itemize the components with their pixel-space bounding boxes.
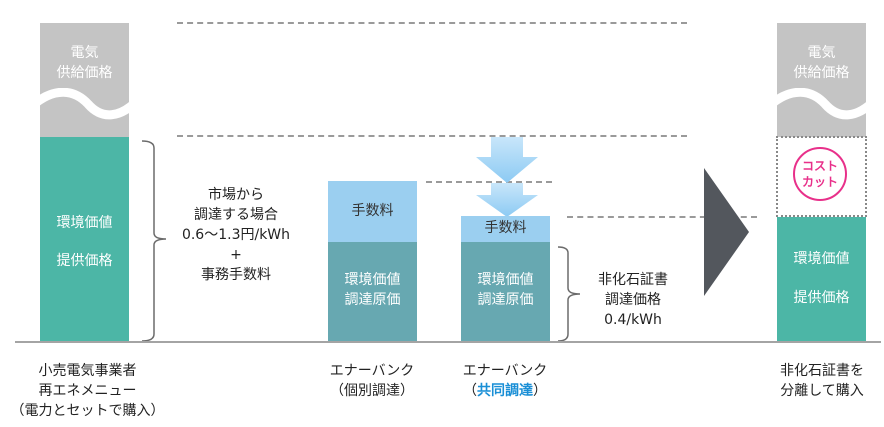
separate-electricity-label-2: 供給価格: [793, 65, 850, 81]
baseline: [15, 341, 881, 343]
separate-env-value-label-1: 環境価値: [793, 251, 850, 267]
market-annotation-line5: 事務手数料: [201, 267, 271, 283]
wave-break-icon: [30, 88, 140, 120]
paren-open: （: [463, 383, 477, 399]
guide-line-fee-joint: [567, 216, 757, 218]
certificate-annotation-line3: 0.4/kWh: [604, 312, 662, 328]
guide-line-top: [177, 22, 687, 24]
joint-caption-line1: エナーバンク: [462, 363, 548, 379]
separate-caption-line1: 非化石証書を: [780, 363, 864, 379]
market-annotation-line2: 調達する場合: [194, 207, 278, 223]
costcut-label-2: カット: [801, 175, 838, 189]
joint-env-cost-label-2: 調達原価: [477, 292, 534, 308]
costcut-badge: コスト カット: [793, 147, 847, 201]
individual-fee-label: 手数料: [351, 203, 394, 219]
retail-electricity-label-1: 電気: [70, 45, 99, 61]
separate-caption: 非化石証書を 分離して購入: [760, 361, 884, 401]
retail-caption-line1: 小売電気事業者: [38, 363, 137, 379]
paren-open: （: [330, 383, 344, 399]
costcut-area: [776, 136, 867, 217]
market-bracket: [141, 140, 167, 342]
market-annotation-line4: +: [230, 247, 242, 263]
joint-fee-label: 手数料: [484, 220, 527, 236]
joint-env-cost-label-1: 環境価値: [477, 272, 534, 288]
certificate-annotation-line2: 調達価格: [605, 292, 661, 308]
separate-electricity-label-1: 電気: [807, 45, 836, 61]
retail-env-value-bar: 環境価値 提供価格: [40, 137, 129, 342]
certificate-annotation-line1: 非化石証書: [598, 272, 668, 288]
wave-break-icon: [767, 88, 877, 120]
separate-caption-line2: 分離して購入: [780, 383, 864, 399]
individual-env-cost-bar: 環境価値 調達原価: [328, 242, 417, 342]
market-annotation: 市場から 調達する場合 0.6〜1.3円/kWh + 事務手数料: [166, 185, 306, 285]
certificate-annotation: 非化石証書 調達価格 0.4/kWh: [578, 270, 688, 330]
paren-close: ）: [400, 383, 414, 399]
individual-caption-method: 個別調達: [344, 383, 400, 399]
market-annotation-line1: 市場から: [208, 187, 264, 203]
costcut-label-1: コスト: [801, 159, 838, 173]
joint-fee-bar: 手数料: [461, 216, 550, 242]
individual-caption-line1: エナーバンク: [329, 363, 415, 379]
individual-caption: エナーバンク （個別調達）: [312, 361, 432, 401]
joint-caption-line2: （共同調達）: [445, 381, 565, 401]
joint-caption-method: 共同調達: [477, 383, 533, 399]
individual-fee-bar: 手数料: [328, 181, 417, 242]
joint-env-cost-bar: 環境価値 調達原価: [461, 242, 550, 342]
certificate-bracket: [557, 246, 581, 342]
retail-caption-line2: 再エネメニュー: [38, 383, 137, 399]
guide-line-fee-individual: [426, 181, 552, 183]
retail-electricity-label-2: 供給価格: [56, 65, 113, 81]
retail-env-value-label-2: 提供価格: [56, 253, 113, 269]
joint-caption: エナーバンク （共同調達）: [445, 361, 565, 401]
retail-env-value-label-1: 環境価値: [56, 215, 113, 231]
right-chevron-triangle-icon: [704, 168, 749, 296]
guide-line-env-top: [177, 135, 687, 137]
individual-caption-line2: （個別調達）: [312, 381, 432, 401]
paren-close: ）: [533, 383, 547, 399]
separate-env-value-label-2: 提供価格: [793, 290, 850, 306]
double-down-arrow-icon: [476, 137, 538, 217]
retail-caption-line3: （電力とセットで購入）: [10, 403, 165, 419]
retail-caption: 小売電気事業者 再エネメニュー （電力とセットで購入）: [0, 361, 175, 421]
individual-env-cost-label-2: 調達原価: [344, 292, 401, 308]
market-annotation-line3: 0.6〜1.3円/kWh: [181, 227, 291, 243]
individual-env-cost-label-1: 環境価値: [344, 272, 401, 288]
separate-env-value-bar: 環境価値 提供価格: [777, 217, 866, 342]
